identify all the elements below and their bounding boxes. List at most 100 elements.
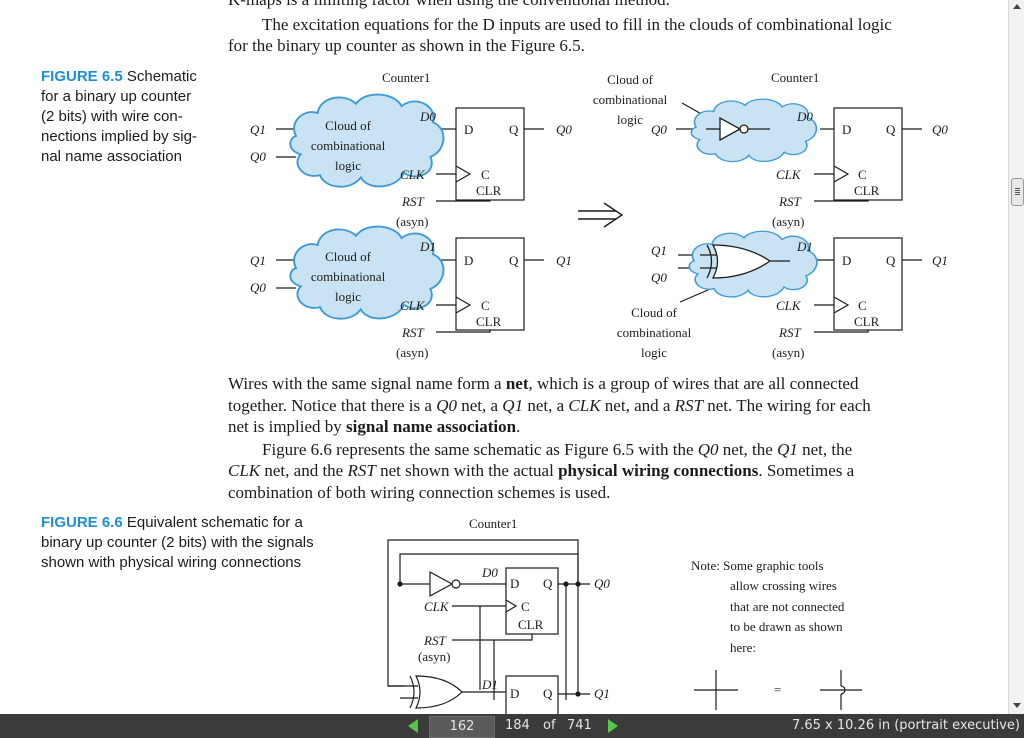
ff-c-pin: C bbox=[481, 167, 490, 182]
paragraph-line: Figure 6.6 represents the same schematic… bbox=[262, 439, 852, 460]
signal-d0: D0 bbox=[482, 565, 498, 580]
signal-rst: RST bbox=[424, 633, 446, 648]
signal-asyn: (asyn) bbox=[772, 214, 805, 229]
signal-q0: Q0 bbox=[932, 122, 948, 137]
paragraph-line: combination of both wiring connection sc… bbox=[228, 483, 611, 502]
page-size-label: 7.65 x 10.26 in (portrait executive) bbox=[791, 718, 1020, 733]
ff-q-pin: Q bbox=[886, 122, 896, 137]
bold-term: physical wiring connections bbox=[558, 461, 759, 480]
signal-asyn: (asyn) bbox=[396, 214, 429, 229]
figure-6-5-caption: FIGURE 6.5 Schematic for a binary up cou… bbox=[41, 67, 231, 167]
page-number-input[interactable]: 162 bbox=[429, 716, 495, 738]
document-page: K-maps is a limiting factor when using t… bbox=[41, 0, 948, 714]
signal-q1: Q1 bbox=[250, 253, 266, 268]
signal-ref: Q1 bbox=[502, 396, 524, 415]
note-text: to be drawn as shown bbox=[730, 619, 843, 635]
caption-text: binary up counter (2 bits) with the sign… bbox=[41, 534, 314, 551]
signal-q0: Q0 bbox=[651, 122, 667, 137]
paragraph-line: for the binary up counter as shown in th… bbox=[228, 36, 585, 55]
cloud-pointer-label: Cloud of combinational logic bbox=[578, 70, 682, 130]
counter-title: Counter1 bbox=[469, 516, 518, 531]
scrollbar-thumb[interactable] bbox=[1011, 178, 1024, 206]
counter-title: Counter1 bbox=[382, 70, 431, 85]
cloud-text: combinational bbox=[616, 325, 692, 340]
text-run: net shown with the actual bbox=[375, 461, 559, 480]
paragraph-line: CLK net, and the RST net shown with the … bbox=[228, 460, 854, 481]
text-run: Figure 6.6 represents the same schematic… bbox=[262, 440, 698, 459]
ff-clr-pin: CLR bbox=[476, 314, 502, 329]
caption-text: shown with physical wiring connections bbox=[41, 554, 302, 571]
paragraph-line: together. Notice that there is a Q0 net,… bbox=[228, 395, 871, 416]
ff-q-pin: Q bbox=[543, 576, 553, 591]
signal-q1: Q1 bbox=[932, 253, 948, 268]
scroll-up-icon[interactable] bbox=[1013, 4, 1021, 9]
signal-q0: Q0 bbox=[250, 280, 266, 295]
signal-clk: CLK bbox=[776, 167, 801, 182]
counter-title: Counter1 bbox=[771, 70, 820, 85]
text-run: . bbox=[516, 417, 521, 436]
signal-ref: CLK bbox=[568, 396, 601, 415]
cloud-text: combinational bbox=[592, 92, 668, 107]
signal-rst: RST bbox=[402, 194, 424, 209]
scroll-down-icon[interactable] bbox=[1013, 703, 1021, 708]
ff-clr-pin: CLR bbox=[854, 314, 880, 329]
page-label: 184 bbox=[505, 718, 530, 733]
cloud-text: logic bbox=[617, 112, 643, 127]
signal-q1: Q1 bbox=[250, 122, 266, 137]
signal-d1: D1 bbox=[420, 239, 436, 254]
signal-d1: D1 bbox=[797, 239, 813, 254]
equals-sign: = bbox=[774, 682, 782, 697]
next-page-icon[interactable] bbox=[608, 719, 618, 733]
note-text: allow crossing wires bbox=[730, 578, 837, 594]
signal-ref: Q0 bbox=[436, 396, 457, 415]
ff-q-pin: Q bbox=[509, 253, 519, 268]
caption-text: Schematic bbox=[126, 68, 197, 85]
vertical-scrollbar[interactable] bbox=[1008, 0, 1024, 714]
signal-d0: D0 bbox=[420, 109, 436, 124]
text-run: together. Notice that there is a bbox=[228, 396, 437, 415]
ff-q-pin: Q bbox=[543, 686, 553, 701]
arrow-icon: ⇒ bbox=[596, 204, 607, 219]
signal-q1: Q1 bbox=[594, 686, 610, 701]
cloud-text: combinational bbox=[310, 138, 386, 153]
signal-clk: CLK bbox=[424, 599, 449, 614]
signal-ref: CLK bbox=[228, 461, 261, 480]
signal-asyn: (asyn) bbox=[418, 649, 451, 664]
caption-text: (2 bits) with wire con- bbox=[41, 108, 183, 125]
text-run: net, the bbox=[718, 440, 778, 459]
signal-ref: RST bbox=[347, 461, 376, 480]
ff-clr-pin: CLR bbox=[518, 617, 544, 632]
signal-q0: Q0 bbox=[594, 576, 610, 591]
cut-off-text-line: K-maps is a limiting factor when using t… bbox=[228, 0, 670, 10]
signal-rst: RST bbox=[402, 325, 424, 340]
signal-asyn: (asyn) bbox=[772, 345, 805, 360]
grip-icon bbox=[1015, 188, 1020, 189]
ff-d-pin: D bbox=[464, 122, 474, 137]
ff-c-pin: C bbox=[521, 599, 530, 614]
previous-page-icon[interactable] bbox=[408, 719, 418, 733]
signal-rst: RST bbox=[779, 325, 801, 340]
note-text: here: bbox=[730, 639, 756, 655]
bold-term: net bbox=[505, 374, 529, 393]
paragraph-line: The excitation equations for the D input… bbox=[262, 15, 892, 34]
bold-term: signal name association bbox=[346, 417, 517, 436]
text-run: net, a bbox=[523, 396, 569, 415]
paragraph-line: net is implied by signal name associatio… bbox=[228, 416, 520, 437]
caption-text: nal name association bbox=[41, 148, 182, 165]
schematic-diagrams bbox=[276, 93, 922, 714]
ff-c-pin: C bbox=[481, 298, 490, 313]
caption-text: for a binary up counter bbox=[41, 88, 192, 105]
cloud-text: logic bbox=[335, 158, 361, 173]
cloud-label: Cloud of combinational logic bbox=[300, 247, 396, 307]
text-run: net, and the bbox=[260, 461, 348, 480]
signal-d1: D1 bbox=[482, 677, 498, 692]
signal-asyn: (asyn) bbox=[396, 345, 429, 360]
ff-q-pin: Q bbox=[886, 253, 896, 268]
signal-q0: Q0 bbox=[250, 149, 266, 164]
ff-c-pin: C bbox=[858, 298, 867, 313]
caption-text: Equivalent schematic for a bbox=[126, 514, 303, 531]
note-text: that are not connected bbox=[730, 598, 845, 614]
wire-crossing-note: Note: Some graphic tools allow crossing … bbox=[691, 556, 844, 658]
figure-label: FIGURE 6.6 bbox=[41, 514, 123, 531]
signal-q0: Q0 bbox=[556, 122, 572, 137]
